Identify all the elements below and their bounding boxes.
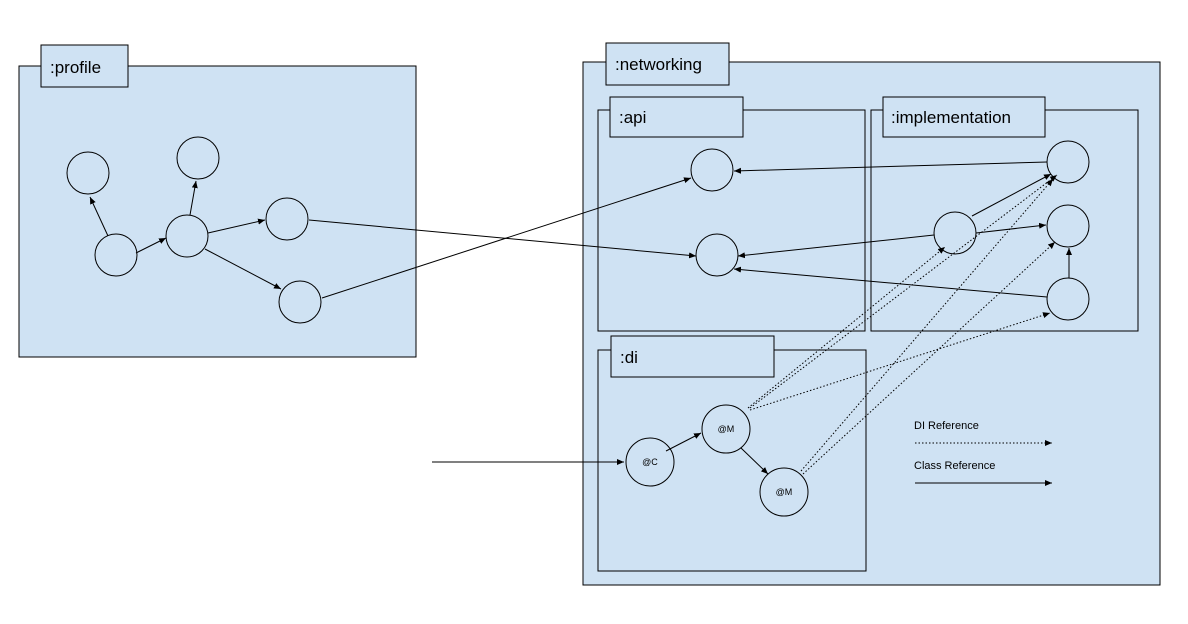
- profile-module-box: [18, 65, 417, 358]
- edge-impl-2: [975, 222, 1047, 234]
- implementation-module: :implementation: [870, 96, 1139, 332]
- di-edge-5: [802, 241, 1056, 475]
- class-reference-edges: [89, 161, 1072, 475]
- di-edge-2: [749, 174, 1058, 409]
- legend-class-reference-label: Class Reference: [914, 460, 995, 472]
- edge-profile-5: [204, 248, 282, 290]
- edge-profile-to-api-upper: [321, 177, 692, 299]
- edge-impl-to-api-lower: [737, 234, 935, 259]
- edge-impl-bottom-to-api: [733, 266, 1048, 298]
- di-module-node: [701, 404, 751, 454]
- implementation-nodes: [933, 140, 1090, 321]
- api-node: [695, 233, 739, 277]
- implementation-node: [1046, 277, 1090, 321]
- implementation-node: [933, 211, 977, 255]
- api-module-label: :api: [619, 108, 646, 127]
- di-module-label: @M: [718, 424, 735, 434]
- legend-di-reference-label: DI Reference: [914, 420, 979, 432]
- legend: DI Reference Class Reference: [914, 420, 1052, 486]
- networking-module-label: :networking: [615, 55, 702, 74]
- di-component-node: [625, 437, 675, 487]
- edge-profile-1: [89, 196, 109, 237]
- networking-module-tab: [605, 42, 730, 86]
- profile-node: [165, 214, 209, 258]
- api-nodes: [690, 148, 739, 277]
- edge-di-2: [740, 447, 769, 475]
- api-module: :api: [597, 96, 866, 332]
- edge-profile-2: [135, 237, 167, 254]
- di-module-tab: [610, 335, 775, 378]
- edge-impl-to-api-upper: [733, 161, 1048, 174]
- di-module-label: :di: [620, 348, 638, 367]
- implementation-node: [1046, 204, 1090, 248]
- implementation-module-tab: [882, 96, 1046, 138]
- profile-nodes: [66, 136, 322, 324]
- edge-impl-1: [971, 173, 1052, 217]
- di-edge-1: [747, 246, 946, 409]
- implementation-node: [1046, 140, 1090, 184]
- profile-node: [66, 151, 110, 195]
- di-module-node: [759, 467, 809, 517]
- di-module-label: @M: [776, 487, 793, 497]
- edge-profile-4: [207, 218, 266, 234]
- profile-module-tab: [40, 44, 129, 88]
- edge-profile-3: [189, 180, 198, 216]
- di-module: :di: [597, 335, 867, 572]
- edge-di-1: [665, 432, 702, 452]
- api-node: [690, 148, 734, 192]
- profile-node: [176, 136, 220, 180]
- di-reference-edges: [747, 174, 1058, 475]
- di-edge-4: [800, 178, 1054, 472]
- api-module-tab: [609, 96, 744, 138]
- di-nodes: @C @M @M: [625, 404, 809, 517]
- di-component-label: @C: [642, 457, 658, 467]
- profile-node: [94, 233, 138, 277]
- profile-module: :profile: [18, 44, 417, 358]
- profile-node: [265, 197, 309, 241]
- implementation-module-label: :implementation: [891, 108, 1011, 127]
- profile-node: [278, 280, 322, 324]
- di-edge-3: [749, 312, 1051, 411]
- profile-module-label: :profile: [50, 58, 101, 77]
- edge-profile-to-api-lower: [308, 219, 697, 259]
